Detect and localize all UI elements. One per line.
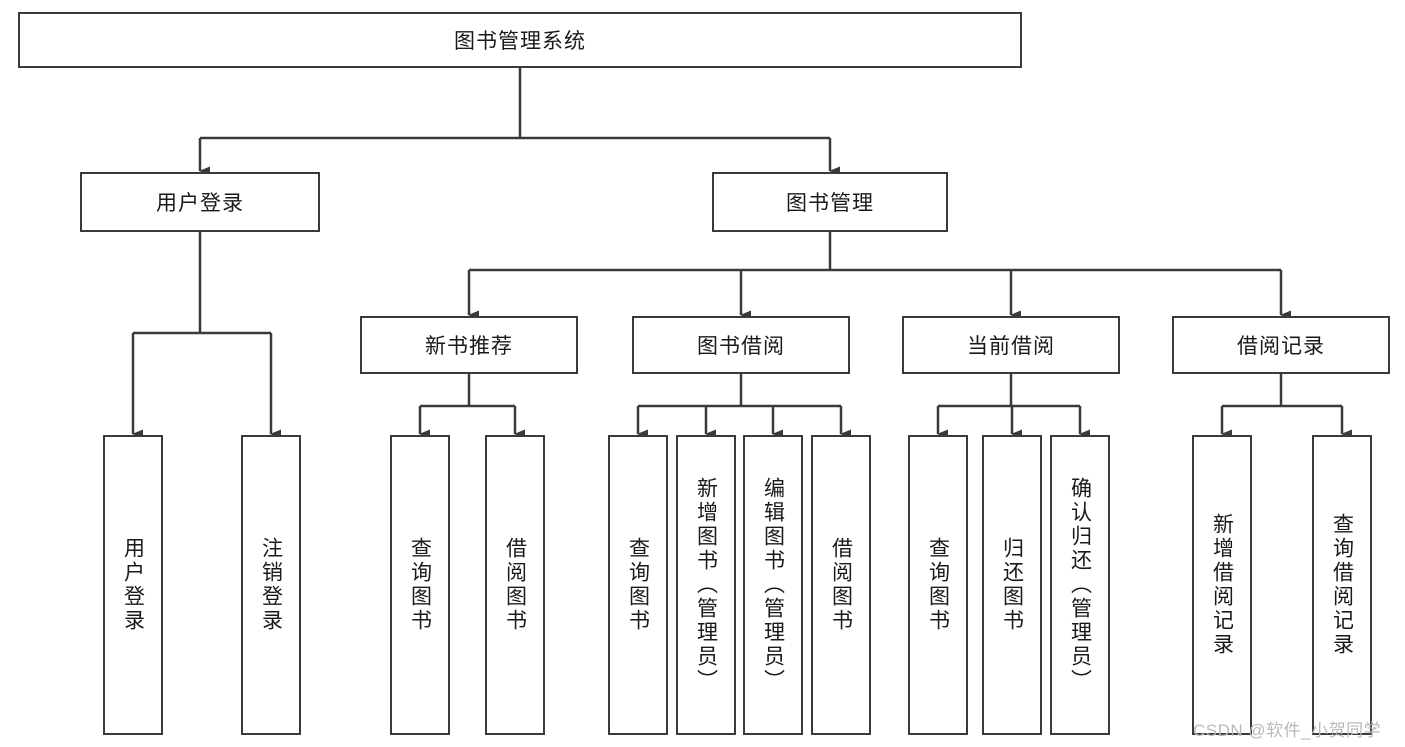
- node-label: 新书推荐: [425, 335, 513, 358]
- node-label: 查询图书: [626, 537, 650, 633]
- node-label: 借阅图书: [503, 537, 527, 633]
- node-leaf-current-query: 查询图书: [908, 435, 968, 735]
- node-l3-record: 借阅记录: [1172, 316, 1390, 374]
- node-root: 图书管理系统: [18, 12, 1022, 68]
- node-label: 借阅图书: [829, 537, 853, 633]
- node-leaf-record-query: 查询借阅记录: [1312, 435, 1372, 735]
- node-label: 用户登录: [156, 192, 244, 215]
- node-label: 新增图书（管理员）: [694, 477, 718, 693]
- node-label: 查询借阅记录: [1330, 513, 1354, 657]
- node-label: 借阅记录: [1237, 335, 1325, 358]
- node-l3-current: 当前借阅: [902, 316, 1120, 374]
- node-label: 归还图书: [1000, 537, 1024, 633]
- node-leaf-new-query: 查询图书: [390, 435, 450, 735]
- node-leaf-new-borrow: 借阅图书: [485, 435, 545, 735]
- node-label: 图书管理: [786, 192, 874, 215]
- node-label: 图书管理系统: [454, 30, 586, 53]
- node-label: 图书借阅: [697, 335, 785, 358]
- edge-group: [131, 68, 1352, 439]
- node-label: 确认归还（管理员）: [1068, 477, 1092, 693]
- node-label: 查询图书: [926, 537, 950, 633]
- node-label: 当前借阅: [967, 335, 1055, 358]
- node-leaf-current-return: 归还图书: [982, 435, 1042, 735]
- node-leaf-record-add: 新增借阅记录: [1192, 435, 1252, 735]
- node-leaf-borrow-lend: 借阅图书: [811, 435, 871, 735]
- node-leaf-borrow-edit: 编辑图书（管理员）: [743, 435, 803, 735]
- node-label: 新增借阅记录: [1210, 513, 1234, 657]
- node-leaf-borrow-add: 新增图书（管理员）: [676, 435, 736, 735]
- node-l2-user: 用户登录: [80, 172, 320, 232]
- node-leaf-borrow-query: 查询图书: [608, 435, 668, 735]
- node-label: 注销登录: [259, 537, 283, 633]
- csdn-watermark: CSDN @软件_小贺同学: [1193, 721, 1382, 740]
- node-leaf-current-confirm: 确认归还（管理员）: [1050, 435, 1110, 735]
- node-label: 用户登录: [121, 537, 145, 633]
- node-label: 查询图书: [408, 537, 432, 633]
- node-l2-book: 图书管理: [712, 172, 948, 232]
- node-l3-borrow: 图书借阅: [632, 316, 850, 374]
- node-leaf-user-login: 用户登录: [103, 435, 163, 735]
- node-label: 编辑图书（管理员）: [761, 477, 785, 693]
- node-leaf-user-logout: 注销登录: [241, 435, 301, 735]
- node-l3-new: 新书推荐: [360, 316, 578, 374]
